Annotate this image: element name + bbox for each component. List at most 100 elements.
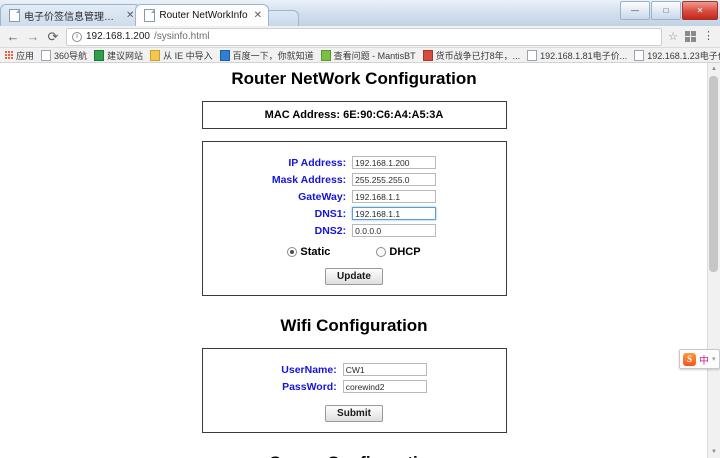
page-icon [41,49,52,61]
scrollbar-thumb[interactable] [709,76,718,272]
minimize-button[interactable]: — [620,1,650,20]
ime-floating-toolbar[interactable]: S 中 ▾ [679,349,720,369]
mask-address-input[interactable]: 255.255.255.0 [352,173,437,186]
network-settings-form: IP Address: 192.168.1.200 Mask Address: … [271,154,437,239]
forward-icon: → [26,29,40,44]
page-icon [9,9,20,22]
update-button[interactable]: Update [325,268,383,285]
new-tab-button[interactable] [264,10,299,26]
dns1-label: DNS1: [314,207,347,220]
mac-address-panel: MAC Address: 6E:90:C6:A4:A5:3A [201,101,507,129]
ip-address-input[interactable]: 192.168.1.200 [352,156,437,169]
bookmark-currency-war[interactable]: 货币战争已打8年，... [422,49,521,62]
address-bar[interactable]: i 192.168.1.200/sysinfo.html [66,27,663,46]
bookmark-import-from-ie[interactable]: 从 IE 中导入 [150,49,213,62]
form-row-mask-address: Mask Address: 255.255.255.0 [271,171,437,188]
site-info-icon[interactable]: i [72,31,82,42]
wifi-settings-panel: UserName: CW1 PassWord: corewind2 Submit [201,348,507,433]
bookmark-192-168-1-81[interactable]: 192.168.1.81电子价... [527,49,627,62]
minimize-icon: — [631,5,639,15]
tab-title: Router NetWorkInfo [159,10,248,21]
tab-strip: 电子价签信息管理系统 ✕ Router NetWorkInfo ✕ [0,2,299,26]
tab-esl-system[interactable]: 电子价签信息管理系统 ✕ [0,4,142,26]
username-label: UserName: [281,363,337,376]
ip-address-label: IP Address: [288,156,347,169]
wifi-settings-form: UserName: CW1 PassWord: corewind2 [281,361,427,395]
bookmark-label: 360导航 [54,50,88,61]
bookmark-360nav[interactable]: 360导航 [41,49,87,62]
mac-address-text: MAC Address: 6E:90:C6:A4:A5:3A [264,109,444,121]
chevron-down-icon[interactable]: ▾ [712,356,716,363]
yellow-folder-icon [150,49,161,61]
bookmark-label: 货币战争已打8年，... [435,50,521,61]
form-row-password: PassWord: corewind2 [281,378,427,395]
bookmark-192-168-1-23[interactable]: 192.168.1.23电子价... [634,49,720,62]
dns2-input[interactable]: 0.0.0.0 [352,224,437,237]
form-row-dns2: DNS2: 0.0.0.0 [272,222,437,239]
form-row-ip-address: IP Address: 192.168.1.200 [272,154,437,171]
bookmark-label: 从 IE 中导入 [163,50,213,61]
page-icon [144,9,156,22]
gateway-input[interactable]: 192.168.1.1 [352,190,437,203]
form-row-gateway: GateWay: 192.168.1.1 [272,188,437,205]
blue-square-icon [219,49,230,61]
sogou-logo-icon[interactable]: S [683,352,696,366]
menu-icon[interactable]: ⋮ [703,30,714,42]
close-icon[interactable]: ✕ [126,10,135,21]
network-submit-row: Update [203,266,506,285]
radio-static-icon[interactable] [287,247,298,257]
form-row-dns1: DNS1: 192.168.1.1 [272,205,437,222]
password-label: PassWord: [282,380,337,393]
scroll-down-icon[interactable]: ▼ [711,449,717,455]
window-controls: — □ ✕ [620,1,718,20]
close-window-button[interactable]: ✕ [682,1,718,20]
form-row-username: UserName: CW1 [281,361,427,378]
network-settings-panel: IP Address: 192.168.1.200 Mask Address: … [201,141,507,296]
username-input[interactable]: CW1 [342,363,427,376]
dns1-input[interactable]: 192.168.1.1 [352,207,437,220]
close-icon: ✕ [696,5,704,15]
close-icon[interactable]: ✕ [253,10,262,21]
bookmarks-bar: 应用 360导航 建议网站 从 IE 中导入 百度一下，你就知道 查看问题 - … [0,48,720,63]
browser-toolbar: ← → ⟳ i 192.168.1.200/sysinfo.html ☆ ⋮ [0,26,720,48]
bookmark-suggested-sites[interactable]: 建议网站 [94,49,143,62]
tab-title: 电子价签信息管理系统 [24,12,120,23]
radio-static-label: Static [300,246,331,258]
bookmark-star-icon[interactable]: ☆ [668,31,678,43]
mask-address-label: Mask Address: [271,173,347,186]
page-scrollbar[interactable]: ▲ ▼ [707,63,720,458]
puzzle-icon[interactable] [685,31,696,42]
apps-grid-icon [5,50,13,60]
bookmark-label: 应用 [16,50,35,61]
bookmark-baidu[interactable]: 百度一下，你就知道 [219,49,314,62]
scroll-up-icon[interactable]: ▲ [711,66,717,72]
radio-option-dhcp[interactable]: DHCP [376,246,421,258]
ip-mode-radio-group: Static DHCP [203,246,506,258]
page-viewport: Router NetWork Configuration MAC Address… [0,63,720,458]
ime-language-indicator[interactable]: 中 [699,355,709,367]
bookmark-apps[interactable]: 应用 [5,49,34,62]
reload-icon[interactable]: ⟳ [47,29,59,44]
green-square-icon [94,49,105,61]
maximize-button[interactable]: □ [651,1,681,20]
dns2-label: DNS2: [314,224,347,237]
router-config-page: Router NetWork Configuration MAC Address… [0,63,708,458]
bookmark-mantisbt[interactable]: 查看问题 - MantisBT [320,49,416,62]
password-input[interactable]: corewind2 [342,380,427,393]
red-square-icon [422,49,433,61]
radio-option-static[interactable]: Static [287,246,330,258]
bookmark-label: 192.168.1.81电子价... [540,50,628,61]
radio-dhcp-icon[interactable] [376,247,387,257]
submit-button[interactable]: Submit [325,405,383,422]
toolbar-right: ☆ ⋮ [668,30,714,44]
back-icon[interactable]: ← [6,29,20,44]
page-icon [527,49,538,61]
wifi-section-title: Wifi Configuration [280,316,428,335]
gateway-label: GateWay: [298,190,347,203]
tab-router-networkinfo[interactable]: Router NetWorkInfo ✕ [135,4,269,26]
ltgreen-square-icon [320,49,331,61]
router-section-title: Router NetWork Configuration [231,69,477,88]
bookmark-label: 百度一下，你就知道 [232,50,314,61]
maximize-icon: □ [663,5,669,15]
